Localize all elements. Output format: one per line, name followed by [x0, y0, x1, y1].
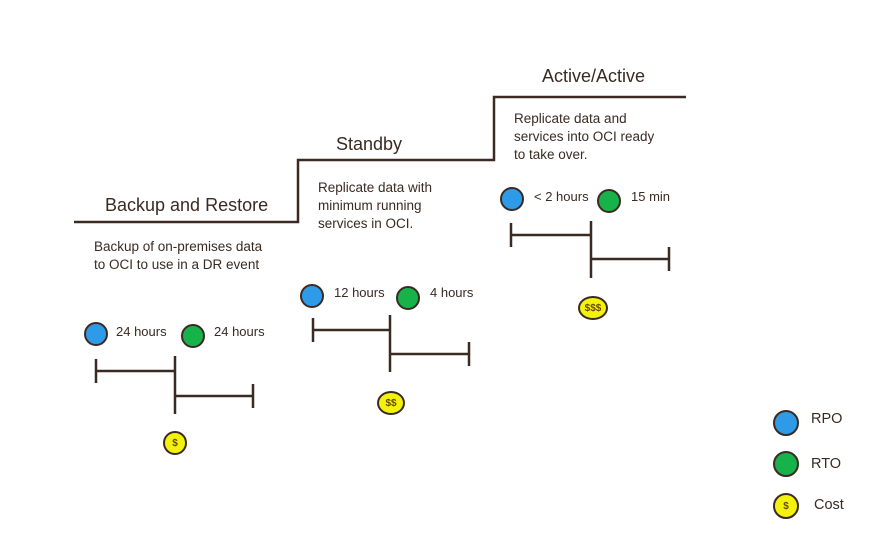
rpo-value: 12 hours: [334, 285, 385, 300]
legend-rpo-label: RPO: [811, 411, 843, 427]
tier-description-active: Replicate data and services into OCI rea…: [514, 111, 655, 162]
legend-rpo-dot: [773, 410, 799, 436]
legend-cost-badge: $: [773, 493, 799, 519]
legend-cost-label: Cost: [814, 497, 844, 513]
cost-badge: $: [163, 431, 187, 455]
tier-title-active: Active/Active: [542, 66, 646, 86]
rto-value: 4 hours: [430, 285, 474, 300]
tier-title-backup: Backup and Restore: [105, 195, 269, 215]
rto-value: 15 min: [631, 189, 671, 204]
tier-description-standby: Replicate data with minimum running serv…: [318, 180, 433, 231]
rpo-value: < 2 hours: [534, 189, 589, 204]
tier-title-standby: Standby: [336, 134, 403, 154]
timeline-standby: [311, 315, 471, 372]
rto-dot: [396, 286, 420, 310]
rpo-dot: [500, 187, 524, 211]
rto-dot: [181, 324, 205, 348]
rpo-dot: [300, 284, 324, 308]
rto-dot: [597, 189, 621, 213]
legend-rto-label: RTO: [811, 456, 842, 472]
cost-badge: $$: [377, 391, 405, 415]
timeline-active: [509, 221, 671, 278]
rpo-value: 24 hours: [116, 324, 167, 339]
rpo-dot: [84, 322, 108, 346]
rto-value: 24 hours: [214, 324, 265, 339]
legend-rto-dot: [773, 451, 799, 477]
cost-badge: $$$: [578, 296, 608, 320]
tier-description-backup: Backup of on-premises data to OCI to use…: [94, 239, 263, 272]
timeline-backup: [94, 356, 255, 414]
staircase-line: [74, 95, 686, 224]
